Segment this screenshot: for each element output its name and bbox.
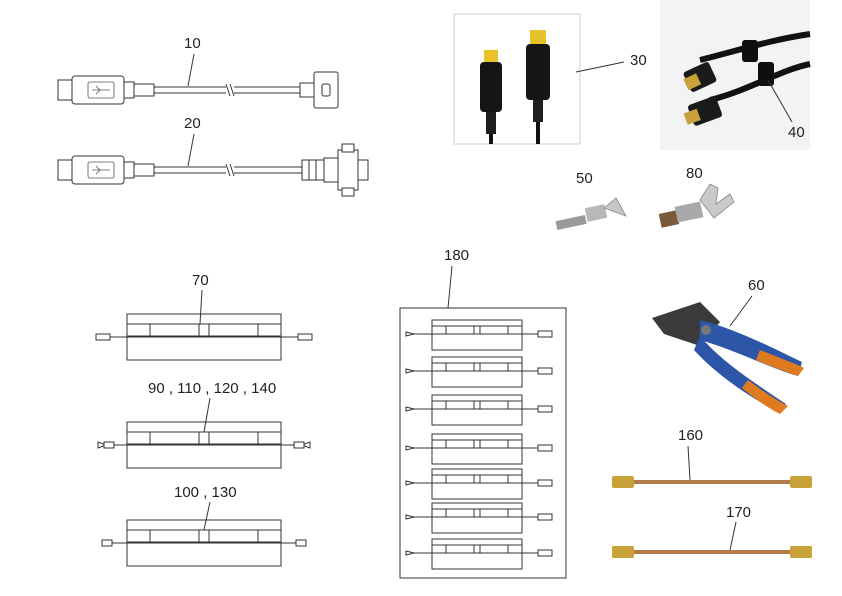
small-contact-label: 50 xyxy=(576,170,593,187)
rf-cable-a-photo xyxy=(612,476,812,488)
fixture-100-drawing xyxy=(101,519,307,567)
panel-array-frame xyxy=(399,307,567,579)
large-contact-photo xyxy=(658,183,735,228)
rf-cable-b-photo xyxy=(612,546,812,558)
displayport-cable-label: 30 xyxy=(630,52,647,69)
fixture-100-label: 100 , 130 xyxy=(174,484,237,501)
crimp-tool-label: 60 xyxy=(748,277,765,294)
usb-screw-cable-drawing xyxy=(57,143,369,197)
panel-row xyxy=(405,319,553,351)
fixture-90-drawing xyxy=(97,421,311,469)
panel-row xyxy=(405,538,553,570)
crimp-tool-photo xyxy=(652,302,804,414)
usb-a-cable-drawing xyxy=(57,71,339,109)
fixture-70-label: 70 xyxy=(192,272,209,289)
usb-b-cable-label: 40 xyxy=(788,124,805,141)
panel-row xyxy=(405,468,553,500)
panel-array-label: 180 xyxy=(444,247,469,264)
panel-row xyxy=(405,356,553,388)
small-contact-photo xyxy=(555,197,627,231)
panel-row xyxy=(405,502,553,534)
panel-row xyxy=(405,433,553,465)
fixture-90-label: 90 , 110 , 120 , 140 xyxy=(148,380,276,397)
usb-b-cable-photo xyxy=(660,0,811,150)
usb-a-cable-label: 10 xyxy=(184,35,201,52)
rf-cable-a-label: 160 xyxy=(678,427,703,444)
large-contact-label: 80 xyxy=(686,165,703,182)
fixture-70-drawing xyxy=(95,313,313,361)
usb-screw-cable-label: 20 xyxy=(184,115,201,132)
rf-cable-b-label: 170 xyxy=(726,504,751,521)
panel-row xyxy=(405,394,553,426)
displayport-cable-photo xyxy=(453,13,581,145)
panel-array-rows xyxy=(405,319,553,570)
